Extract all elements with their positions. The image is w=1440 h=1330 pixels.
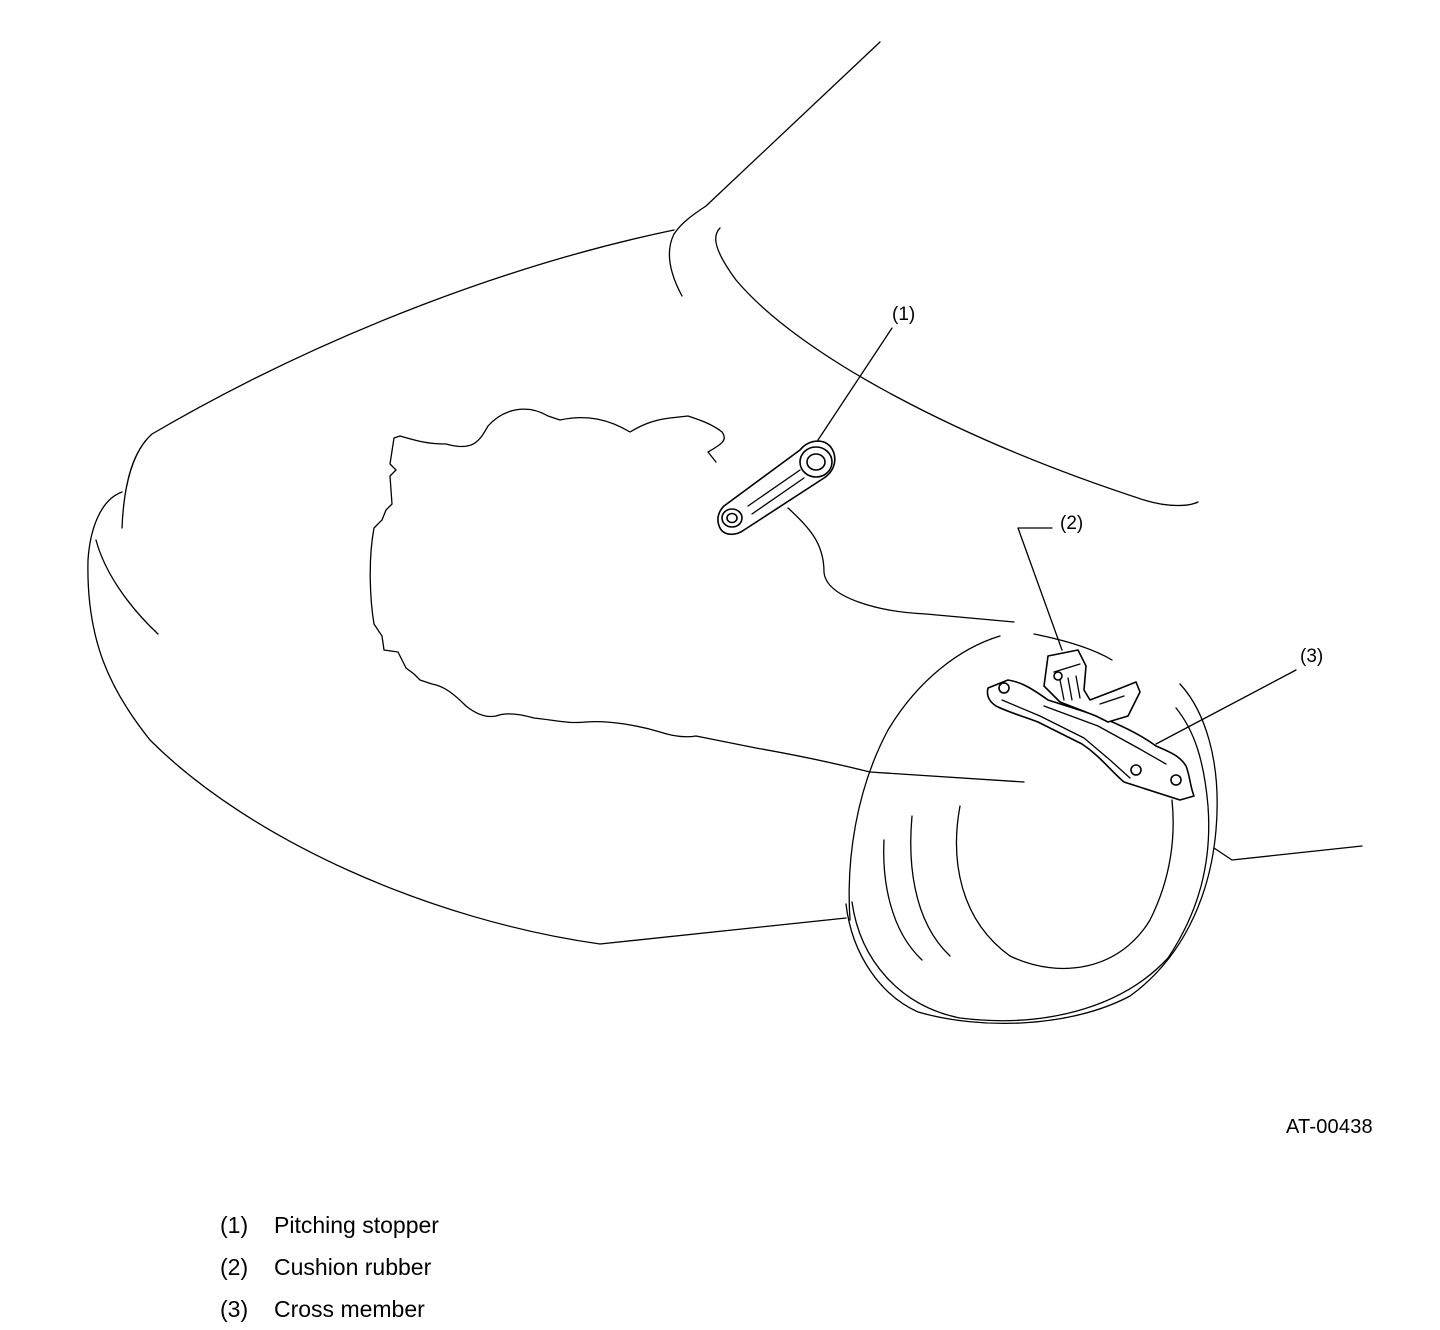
- vehicle-body-outline: [87, 41, 1363, 945]
- leader-line-2: [1017, 527, 1063, 651]
- legend-number: (1): [220, 1211, 249, 1238]
- legend-item-cushion-rubber: (2) Cushion rubber: [220, 1246, 439, 1288]
- legend-item-cross-member: (3) Cross member: [220, 1288, 439, 1330]
- legend-item-pitching-stopper: (1) Pitching stopper: [220, 1204, 439, 1246]
- cushion-rubber-part: [1043, 649, 1141, 723]
- legend-label: Cross member: [274, 1295, 425, 1322]
- leader-line-3: [1155, 669, 1297, 745]
- callout-label-2: (2): [1060, 513, 1083, 534]
- legend-number: (3): [220, 1295, 249, 1322]
- leader-line-1: [817, 327, 893, 441]
- legend-label: Cushion rubber: [274, 1253, 432, 1280]
- front-wheel: [845, 633, 1218, 1025]
- pitching-stopper-part: [717, 440, 836, 536]
- callout-label-1: (1): [892, 304, 915, 325]
- figure-id: AT-00438: [1286, 1116, 1373, 1138]
- legend-label: Pitching stopper: [274, 1211, 439, 1238]
- transmission-outline: [369, 408, 1025, 783]
- parts-legend: (1) Pitching stopper (2) Cushion rubber …: [220, 1204, 439, 1330]
- cross-member-part: [986, 679, 1195, 801]
- callout-label-3: (3): [1300, 646, 1323, 667]
- legend-number: (2): [220, 1253, 249, 1280]
- leader-lines: [817, 327, 1297, 745]
